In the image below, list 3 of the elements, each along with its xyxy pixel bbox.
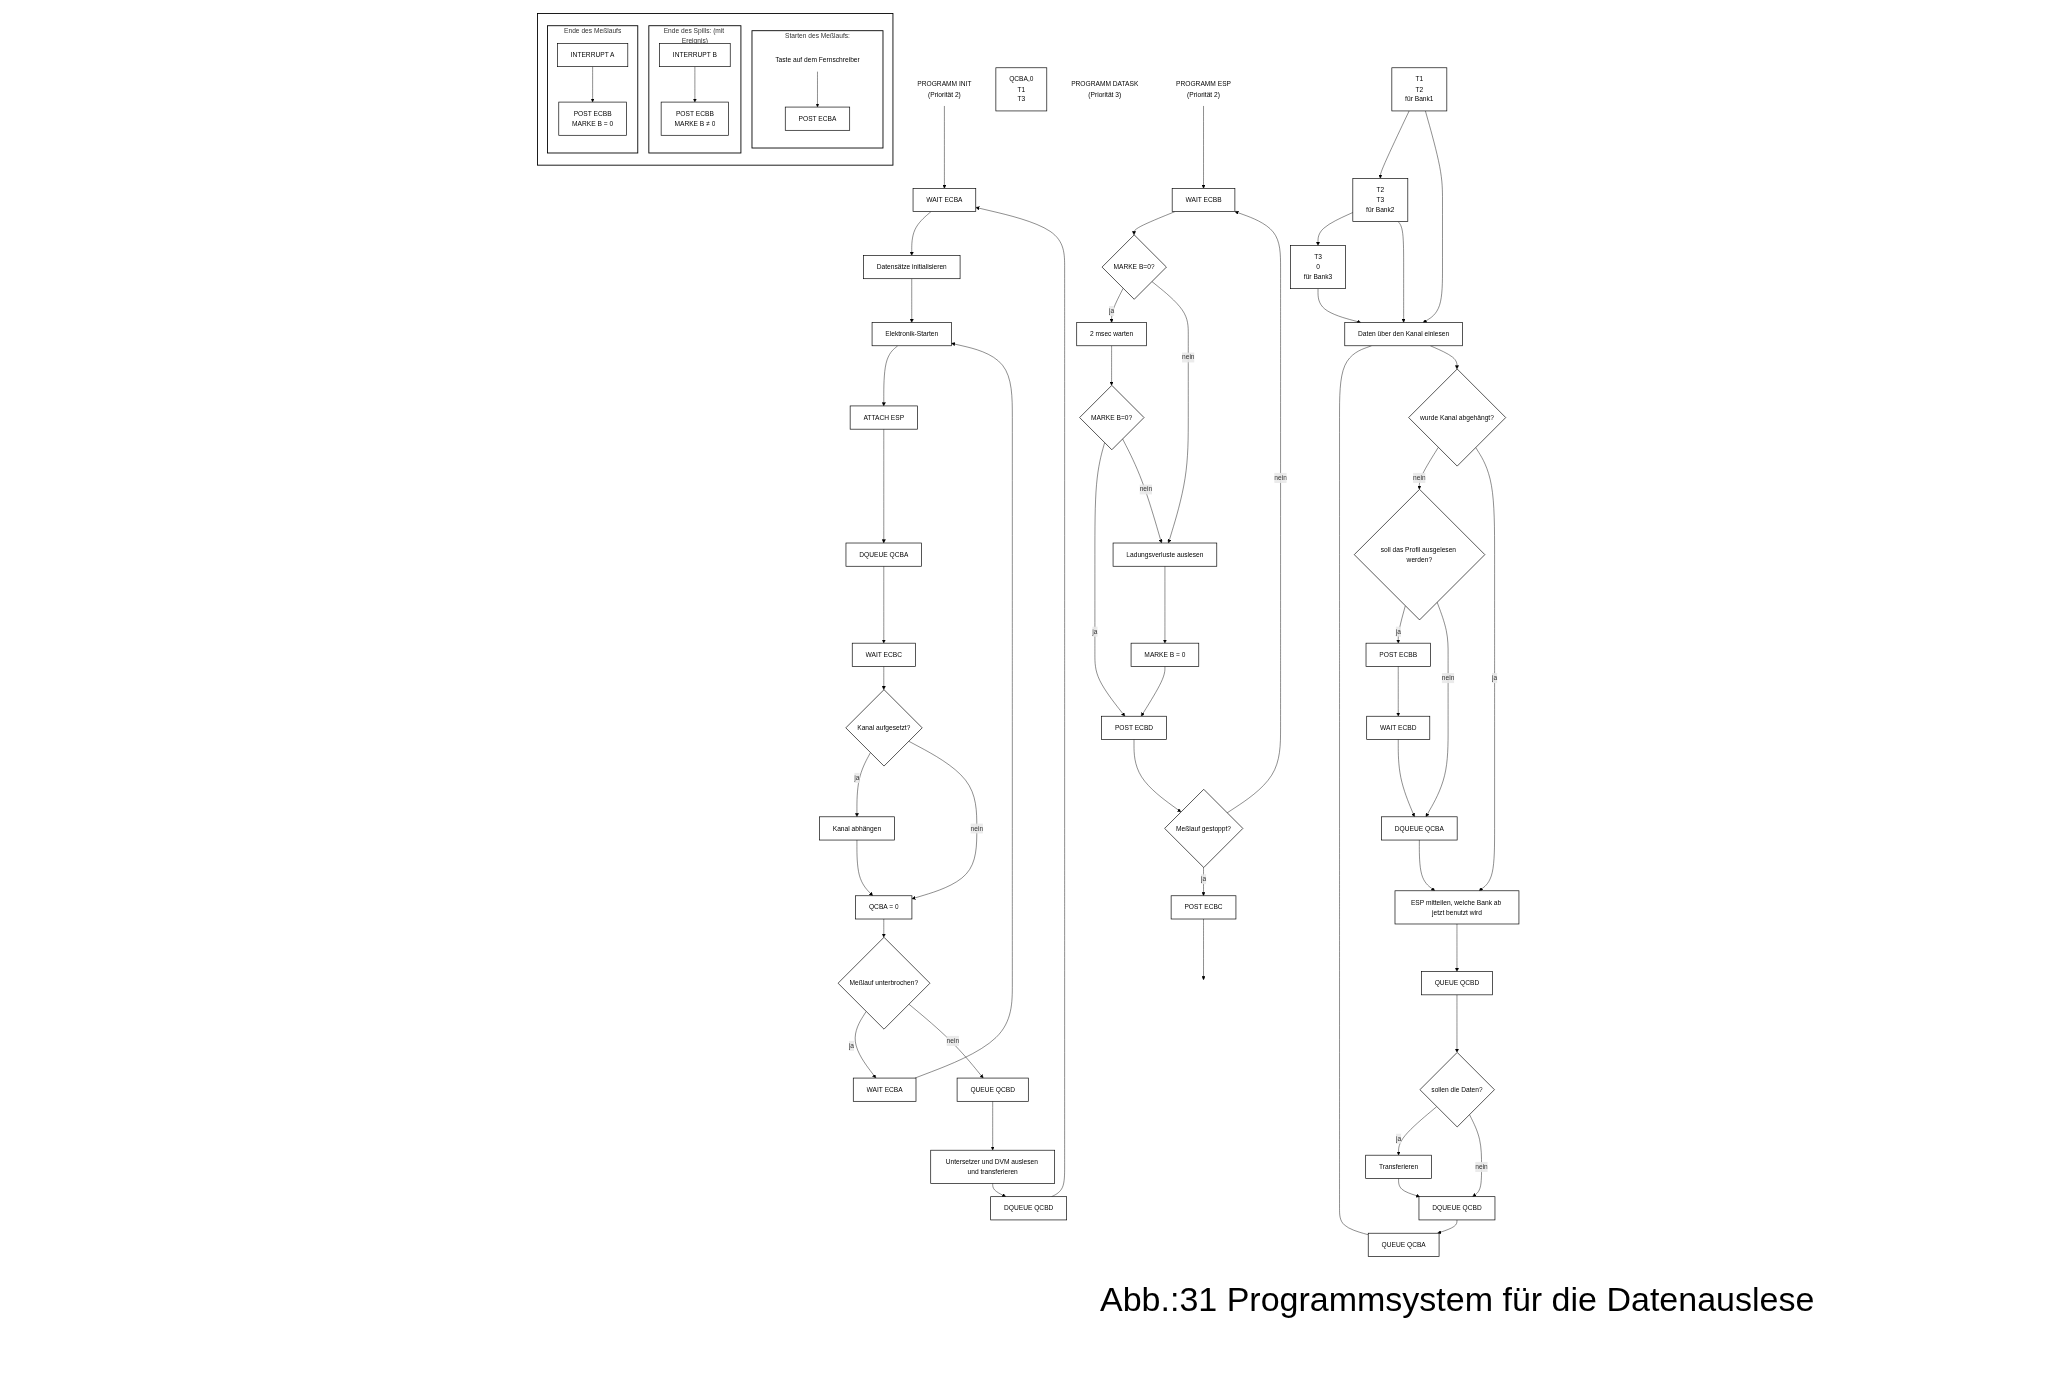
cluster: [536, 13, 894, 166]
connector: [1339, 345, 1372, 1235]
figure-caption: Abb.:31 Programmsystem für die Datenauslese: [1100, 1280, 1815, 1319]
